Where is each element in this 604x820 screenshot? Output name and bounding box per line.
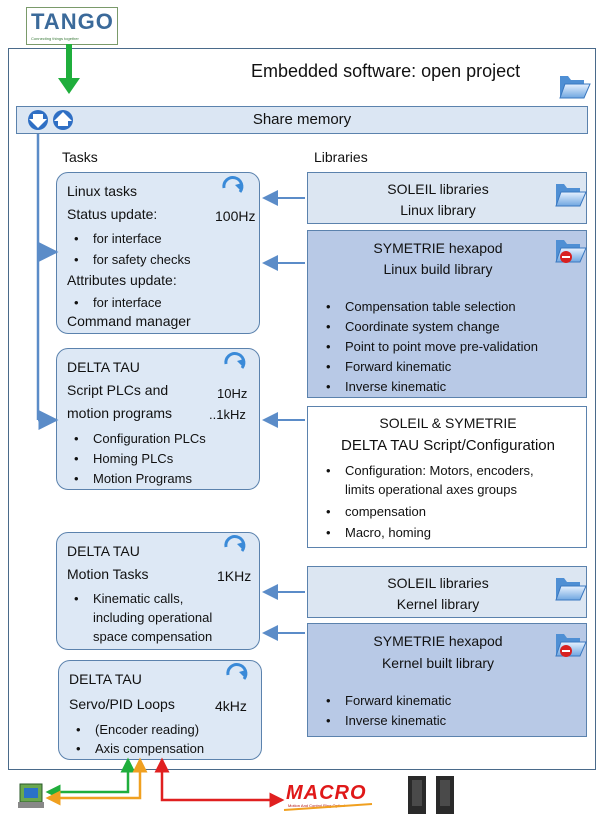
symetrie-linux-line2: Linux build library [383, 261, 493, 277]
script-plcs-line3: motion programs [67, 405, 173, 421]
list-item: Compensation table selection [326, 298, 516, 315]
list-item: compensation [326, 503, 426, 520]
tango-link-arrow [58, 44, 80, 94]
drive-icon [408, 776, 454, 814]
script-plcs-box: DELTA TAU Script PLCs and motion program… [56, 348, 260, 490]
soleil-kernel-line1: SOLEIL libraries [387, 575, 489, 591]
arrow-down-icon [28, 110, 48, 130]
servo-loops-title: DELTA TAU [69, 671, 142, 687]
servo-loops-line2: Servo/PID Loops [69, 696, 175, 712]
page-title: Embedded software: open project [251, 61, 521, 81]
arrow-up-icon [53, 110, 73, 130]
tango-logo-text: TANGO [31, 9, 114, 34]
folder-locked-icon[interactable] [555, 240, 587, 263]
list-item: Coordinate system change [326, 318, 500, 335]
refresh-icon [224, 352, 246, 369]
share-memory-bar: Share memory [16, 106, 588, 134]
refresh-icon [226, 663, 248, 680]
soleil-kernel-line2: Kernel library [396, 596, 480, 612]
list-item: Configuration PLCs [74, 430, 206, 447]
macro-logo: MACRO [286, 782, 367, 804]
symetrie-kernel-line1: SYMETRIE hexapod [373, 633, 503, 649]
list-item: for interface [74, 230, 162, 247]
refresh-icon [222, 176, 244, 193]
tasks-heading: Tasks [62, 149, 98, 165]
library-link-arrows [262, 190, 305, 641]
soleil-kernel-library-box: SOLEIL libraries Kernel library [307, 566, 587, 618]
list-item: for interface [74, 294, 162, 311]
list-item-continued: limits operational axes groups [345, 482, 517, 497]
list-item: for safety checks [74, 251, 190, 268]
list-item: Axis compensation [76, 740, 204, 757]
tango-logo: TANGO Connecting things together [26, 7, 118, 45]
command-manager-label: Command manager [67, 313, 191, 329]
list-item-continued: including operational [93, 610, 213, 625]
script-config-line2: DELTA TAU Script/Configuration [341, 437, 555, 454]
macro-tagline: Motion And Control Ring Optical [288, 803, 345, 808]
list-item: (Encoder reading) [76, 721, 199, 738]
folder-icon[interactable] [555, 578, 587, 601]
refresh-icon [224, 535, 246, 552]
list-item: Inverse kinematic [326, 378, 446, 395]
share-memory-label: Share memory [252, 111, 352, 128]
computer-icon [18, 783, 44, 808]
symetrie-kernel-library-box: SYMETRIE hexapod Kernel built library Fo… [307, 623, 587, 737]
servo-red-link [154, 757, 285, 808]
list-item: Homing PLCs [74, 450, 173, 467]
script-configuration-library-box: SOLEIL & SYMETRIE DELTA TAU Script/Confi… [307, 406, 587, 548]
list-item: Macro, homing [326, 524, 431, 541]
script-plcs-title: DELTA TAU [67, 359, 140, 375]
servo-green-link [45, 757, 136, 800]
script-plcs-rate2: ..1kHz [209, 407, 246, 422]
servo-orange-link [45, 757, 148, 806]
linux-tasks-title: Linux tasks [67, 183, 138, 199]
macro-logo-swoosh [283, 803, 373, 811]
list-item: Inverse kinematic [326, 712, 446, 729]
tango-logo-tagline: Connecting things together [31, 36, 79, 41]
servo-loops-rate: 4kHz [215, 698, 247, 714]
script-config-line1: SOLEIL & SYMETRIE [379, 415, 517, 431]
soleil-linux-line2: Linux library [400, 202, 476, 218]
linux-tasks-rate: 100Hz [215, 208, 256, 224]
script-plcs-rate1: 10Hz [217, 386, 248, 401]
folder-icon[interactable] [559, 76, 591, 99]
list-item: Motion Programs [74, 470, 192, 487]
folder-locked-icon[interactable] [555, 634, 587, 657]
list-item: Kinematic calls, [74, 590, 183, 607]
list-item-continued: space compensation [93, 629, 213, 644]
motion-tasks-rate: 1KHz [217, 568, 252, 584]
list-item: Point to point move pre-validation [326, 338, 538, 355]
status-update-label: Status update: [67, 206, 158, 222]
linux-tasks-box: Linux tasks Status update: 100Hz for int… [56, 172, 260, 334]
symetrie-linux-library-box: SYMETRIE hexapod Linux build library Com… [307, 230, 587, 398]
list-item: Forward kinematic [326, 358, 451, 375]
list-item: Configuration: Motors, encoders, [326, 462, 534, 479]
servo-loops-box: DELTA TAU Servo/PID Loops 4kHz (Encoder … [58, 660, 262, 760]
symetrie-linux-line1: SYMETRIE hexapod [373, 240, 503, 256]
script-plcs-line2: Script PLCs and [67, 382, 169, 398]
motion-tasks-box: DELTA TAU Motion Tasks 1KHz Kinematic ca… [56, 532, 260, 650]
folder-icon[interactable] [555, 184, 587, 207]
memory-bus-line [36, 134, 59, 430]
attributes-update-label: Attributes update: [67, 272, 177, 288]
libraries-heading: Libraries [314, 149, 368, 165]
motion-tasks-title: DELTA TAU [67, 543, 140, 559]
soleil-linux-line1: SOLEIL libraries [387, 181, 489, 197]
soleil-linux-library-box: SOLEIL libraries Linux library [307, 172, 587, 224]
motion-tasks-line2: Motion Tasks [67, 566, 149, 582]
symetrie-kernel-line2: Kernel built library [381, 655, 495, 671]
list-item: Forward kinematic [326, 692, 451, 709]
